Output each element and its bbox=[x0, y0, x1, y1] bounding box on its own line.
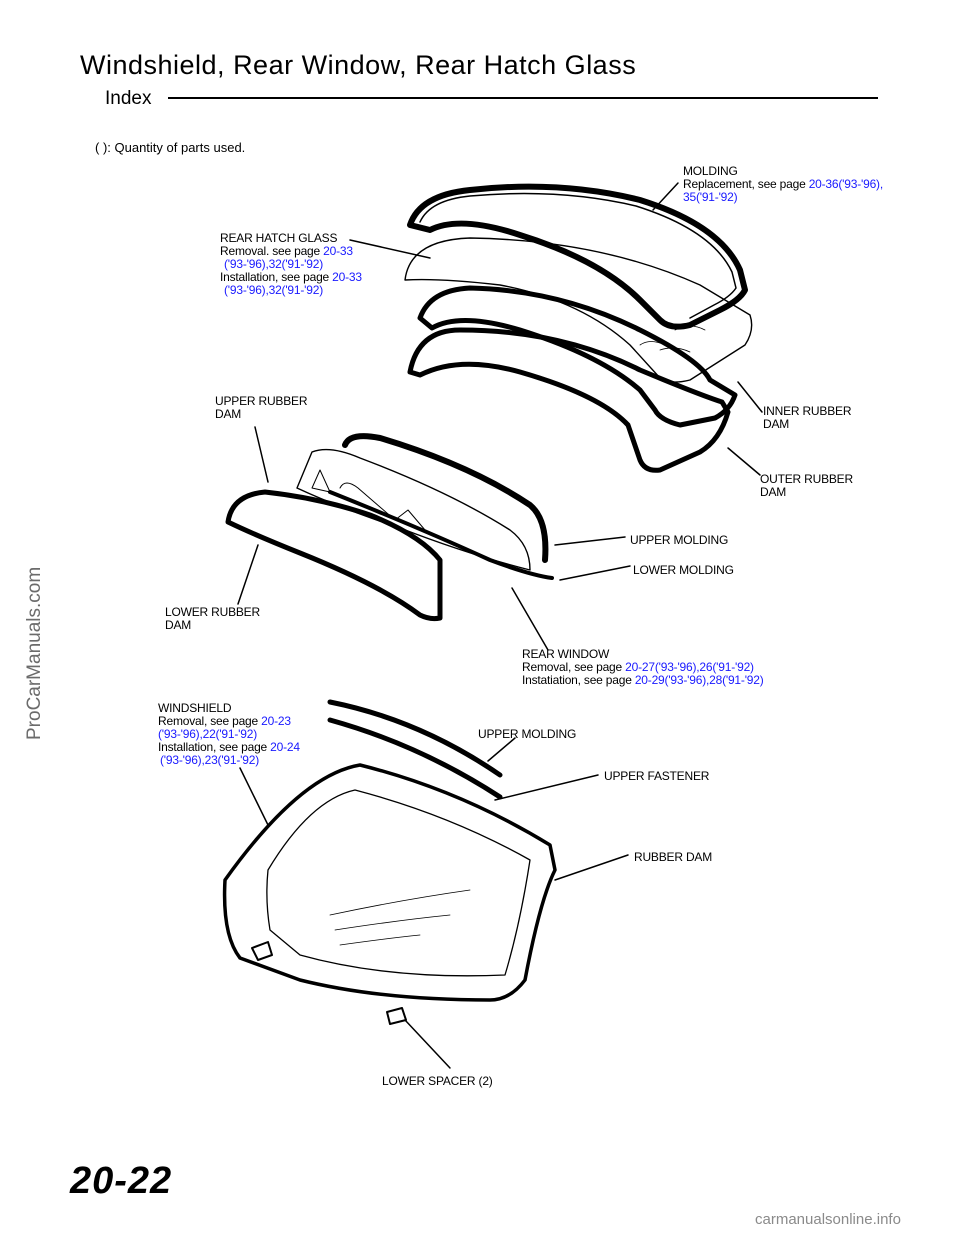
rear-window-removal-link[interactable]: 20-27('93-'96),26('91-'92) bbox=[625, 660, 754, 674]
hatch-install-link-2[interactable]: ('93-'96),32('91-'92) bbox=[224, 283, 324, 297]
hatch-molding-drawing bbox=[407, 183, 748, 330]
inner-dam-drawing bbox=[417, 285, 738, 428]
ws-upper-molding-label: UPPER MOLDING bbox=[478, 727, 577, 741]
rear-hatch-glass-label: REAR HATCH GLASS Removal. see page 20-33… bbox=[220, 231, 362, 297]
ws-upper-molding-drawing bbox=[327, 699, 503, 800]
lower-rubber-dam-label: LOWER RUBBER DAM bbox=[165, 605, 260, 632]
leader-lines bbox=[237, 182, 763, 1069]
rear-window-install-link[interactable]: 20-29('93-'96),28('91-'92) bbox=[634, 673, 764, 687]
quantity-note: ( ): Quantity of parts used. bbox=[95, 140, 246, 155]
rubber-dam-label: RUBBER DAM bbox=[634, 850, 713, 864]
spacer-right-drawing bbox=[386, 1007, 407, 1025]
lower-spacer-label: LOWER SPACER (2) bbox=[382, 1074, 493, 1088]
outer-dam-drawing bbox=[407, 327, 731, 473]
hatch-install-link[interactable]: 20-33 bbox=[332, 270, 362, 284]
outer-rubber-dam-label: OUTER RUBBER DAM bbox=[760, 472, 853, 499]
molding-page-link[interactable]: 20-36('93-'96), bbox=[808, 177, 883, 191]
rear-upper-molding-drawing bbox=[342, 433, 549, 563]
rear-upper-molding-label: UPPER MOLDING bbox=[630, 533, 729, 547]
upper-rubber-dam-label: UPPER RUBBER DAM bbox=[215, 394, 308, 421]
upper-fastener-label: UPPER FASTENER bbox=[604, 769, 710, 783]
windshield-install-link-2[interactable]: ('93-'96),23('91-'92) bbox=[160, 753, 260, 767]
footer-watermark: carmanualsonline.info bbox=[755, 1211, 901, 1228]
windshield-install-link[interactable]: 20-24 bbox=[270, 740, 300, 754]
section-subtitle: Index bbox=[105, 88, 152, 109]
side-watermark: ProCarManuals.com bbox=[24, 566, 45, 740]
molding-page-link-2[interactable]: 35('91-'92) bbox=[683, 190, 738, 204]
rear-window-label: REAR WINDOW Removal, see page 20-27('93-… bbox=[522, 647, 764, 687]
rear-window-glass-drawing bbox=[296, 448, 531, 571]
windshield-removal-link[interactable]: 20-23 bbox=[261, 714, 291, 728]
inner-rubber-dam-label: INNER RUBBER DAM bbox=[763, 404, 852, 431]
hatch-removal-link-2[interactable]: ('93-'96),32('91-'92) bbox=[224, 257, 324, 271]
windshield-label: WINDSHIELD Removal, see page 20-23 ('93-… bbox=[158, 701, 300, 767]
hatch-removal-link[interactable]: 20-33 bbox=[323, 244, 353, 258]
header-rule bbox=[168, 97, 878, 99]
windshield-removal-link-2[interactable]: ('93-'96),22('91-'92) bbox=[158, 727, 258, 741]
rear-lower-molding-drawing bbox=[328, 490, 554, 580]
page-title: Windshield, Rear Window, Rear Hatch Glas… bbox=[80, 50, 637, 80]
lower-molding-label: LOWER MOLDING bbox=[633, 563, 734, 577]
page-number: 20-22 bbox=[70, 1160, 173, 1202]
molding-label: MOLDING Replacement, see page 20-36('93-… bbox=[683, 164, 883, 204]
windshield-drawing bbox=[222, 763, 557, 1002]
lower-dam-drawing bbox=[225, 489, 443, 622]
spacer-left-drawing bbox=[251, 941, 273, 961]
